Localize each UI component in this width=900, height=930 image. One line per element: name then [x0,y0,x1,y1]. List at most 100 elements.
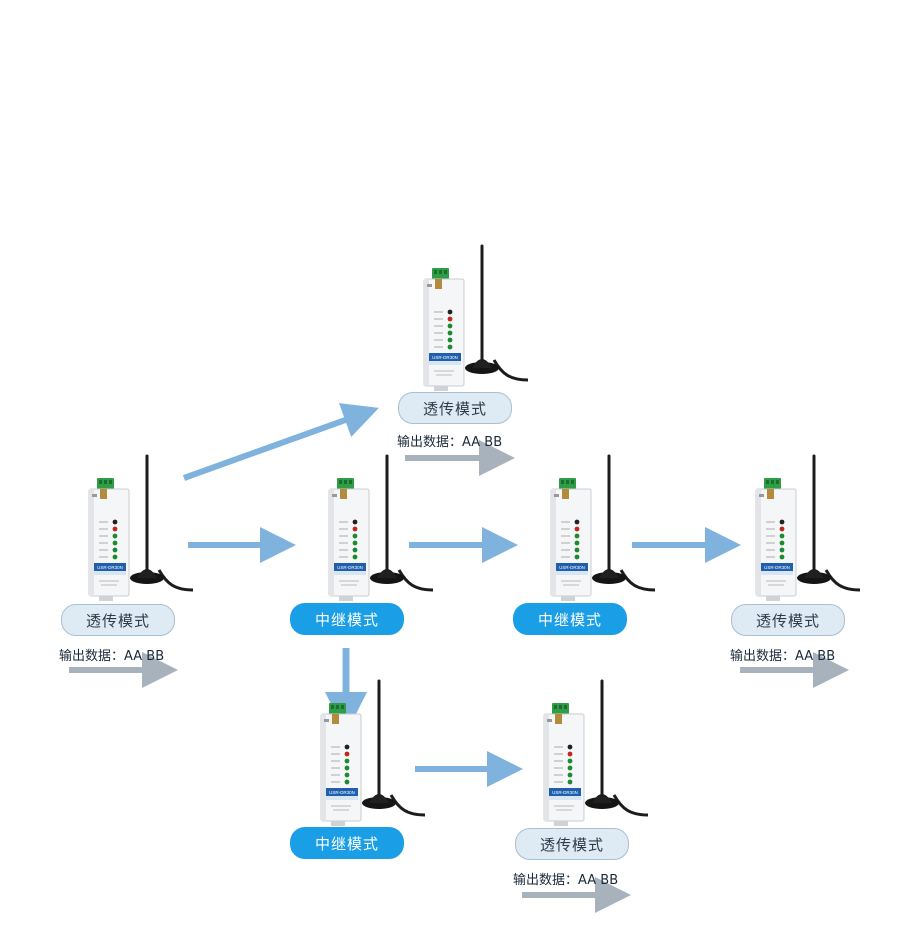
device-illustration: USR-DR30N [328,454,434,601]
device-relay-1: USR-DR30N [315,450,435,610]
device-illustration: USR-DR30N [550,454,656,601]
output-label-bottom-right: 输出数据：AA BB [513,873,619,888]
mode-pill-bottom-right: 透传模式 [515,828,629,860]
status-led [447,323,453,329]
status-led [779,547,785,553]
status-led [574,554,580,560]
device-top: USR-DR30N [410,240,530,400]
antenna-cable [824,569,861,592]
antenna-cable [619,569,656,592]
sma-connector [100,489,107,499]
svg-text:USR-DR30N: USR-DR30N [337,565,363,570]
brand-sticker [326,788,358,796]
brand-sticker [94,563,126,571]
sma-connector [555,714,562,724]
status-led [567,744,573,750]
device-body [320,713,362,822]
status-led [574,547,580,553]
status-led [112,554,118,560]
status-led [447,330,453,336]
sma-connector [340,489,347,499]
mode-pill-top: 透传模式 [398,392,512,424]
status-led [112,533,118,539]
status-led [352,526,358,532]
svg-text:USR-DR30N: USR-DR30N [552,790,578,795]
device-body [328,488,370,597]
brand-sticker [429,353,461,361]
device-illustration: USR-DR30N [88,454,194,601]
mode-pill-relay-1: 中继模式 [290,603,404,635]
brand-sticker [761,563,793,571]
status-led [112,519,118,525]
status-led [352,519,358,525]
device-body [543,713,585,822]
device-body [755,488,797,597]
antenna-cable [397,569,434,592]
sma-connector [767,489,774,499]
device-relay-2: USR-DR30N [537,450,657,610]
status-led [352,547,358,553]
svg-text:USR-DR30N: USR-DR30N [764,565,790,570]
device-body [550,488,592,597]
status-led [447,316,453,322]
status-led [574,540,580,546]
brand-sticker [556,563,588,571]
status-led [567,779,573,785]
status-led [112,540,118,546]
status-led [574,519,580,525]
mode-pill-right: 透传模式 [731,604,845,636]
svg-text:USR-DR30N: USR-DR30N [97,565,123,570]
sma-connector [435,279,442,289]
antenna-cable [157,569,194,592]
device-body [423,278,465,387]
status-led [779,533,785,539]
device-right: USR-DR30N [742,450,862,610]
flow-arrow-left-to-top [182,403,379,481]
device-illustration: USR-DR30N [423,244,529,391]
status-led [344,765,350,771]
mode-pill-relay-2: 中继模式 [513,603,627,635]
status-led [112,526,118,532]
status-led [779,554,785,560]
output-label-top: 输出数据：AA BB [397,435,503,450]
antenna-cable [612,794,649,817]
device-illustration: USR-DR30N [320,679,426,826]
output-label-left: 输出数据：AA BB [59,649,165,664]
brand-sticker [549,788,581,796]
status-led [574,526,580,532]
status-led [447,309,453,315]
status-led [567,758,573,764]
status-led [779,526,785,532]
status-led [112,547,118,553]
status-led [567,772,573,778]
status-led [352,554,358,560]
status-led [779,540,785,546]
svg-text:USR-DR30N: USR-DR30N [329,790,355,795]
device-body [88,488,130,597]
status-led [779,519,785,525]
sma-connector [562,489,569,499]
brand-sticker [334,563,366,571]
antenna-cable [389,794,426,817]
device-bottom-right: USR-DR30N [530,675,650,835]
status-led [344,779,350,785]
status-led [344,772,350,778]
status-led [344,751,350,757]
mode-pill-left: 透传模式 [61,604,175,636]
status-led [567,751,573,757]
status-led [447,344,453,350]
status-led [344,744,350,750]
antenna-cable [492,359,529,382]
device-left: USR-DR30N [75,450,195,610]
status-led [352,533,358,539]
sma-connector [332,714,339,724]
device-relay-3: USR-DR30N [307,675,427,835]
status-led [352,540,358,546]
device-illustration: USR-DR30N [755,454,861,601]
device-illustration: USR-DR30N [543,679,649,826]
status-led [447,337,453,343]
svg-text:USR-DR30N: USR-DR30N [432,355,458,360]
status-led [344,758,350,764]
